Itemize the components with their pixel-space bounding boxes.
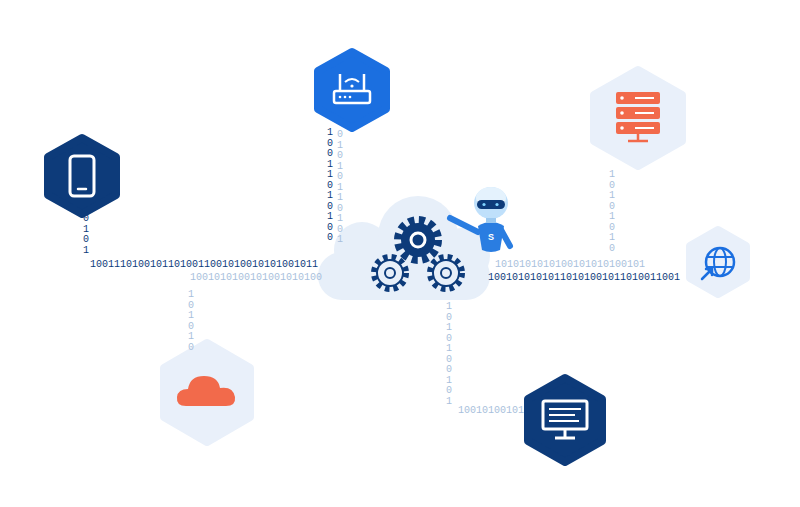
binary-stream: 10010101010110101001011010011001 xyxy=(488,272,680,284)
router-hex xyxy=(318,52,386,128)
binary-stream: 1010101010100101010100101 xyxy=(495,259,645,271)
binary-stream: 101010 xyxy=(188,290,194,353)
binary-stream: 10011010100 xyxy=(327,128,333,244)
binary-stream: 0101 xyxy=(83,214,89,256)
server-hex xyxy=(594,70,682,166)
central-cloud xyxy=(318,196,490,300)
robot-logo: S xyxy=(488,232,494,242)
binary-stream: 10010100101 xyxy=(458,405,524,417)
phone-hex xyxy=(48,138,116,214)
cloud-hex xyxy=(164,343,250,442)
binary-stream: 1010100101 xyxy=(446,302,452,407)
globe-hex xyxy=(690,230,746,294)
robot-figure xyxy=(450,187,510,252)
monitor-hex xyxy=(528,378,602,462)
binary-stream: 1001010100101001010100 xyxy=(190,272,322,284)
binary-stream: 10101010 xyxy=(609,170,615,254)
binary-stream: 10011101001011010011001010010101001011 xyxy=(90,259,318,271)
binary-stream: 01010110101 xyxy=(337,130,343,246)
